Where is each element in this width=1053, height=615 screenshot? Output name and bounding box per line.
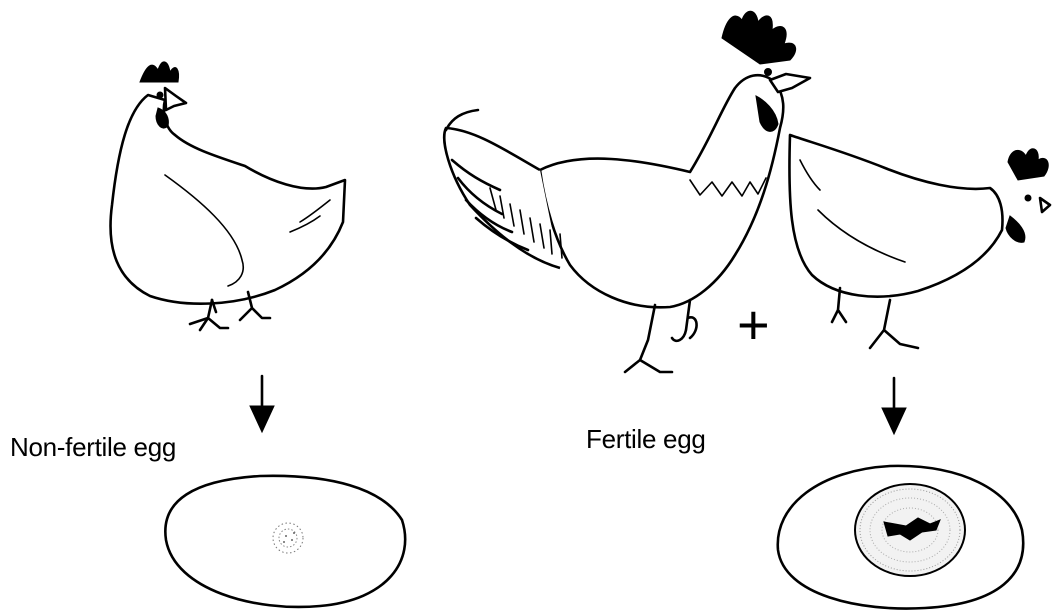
hen-left (111, 62, 345, 330)
non-fertile-egg (165, 476, 405, 607)
hen-right (789, 135, 1050, 348)
blastoderm-disc (855, 484, 965, 576)
non-fertile-egg-label: Non-fertile egg (10, 432, 176, 463)
fertile-egg-label: Fertile egg (586, 424, 706, 455)
arrow-right (882, 378, 906, 434)
arrow-left (250, 376, 274, 432)
fertile-egg (778, 466, 1023, 609)
plus-sign: + (737, 297, 769, 353)
